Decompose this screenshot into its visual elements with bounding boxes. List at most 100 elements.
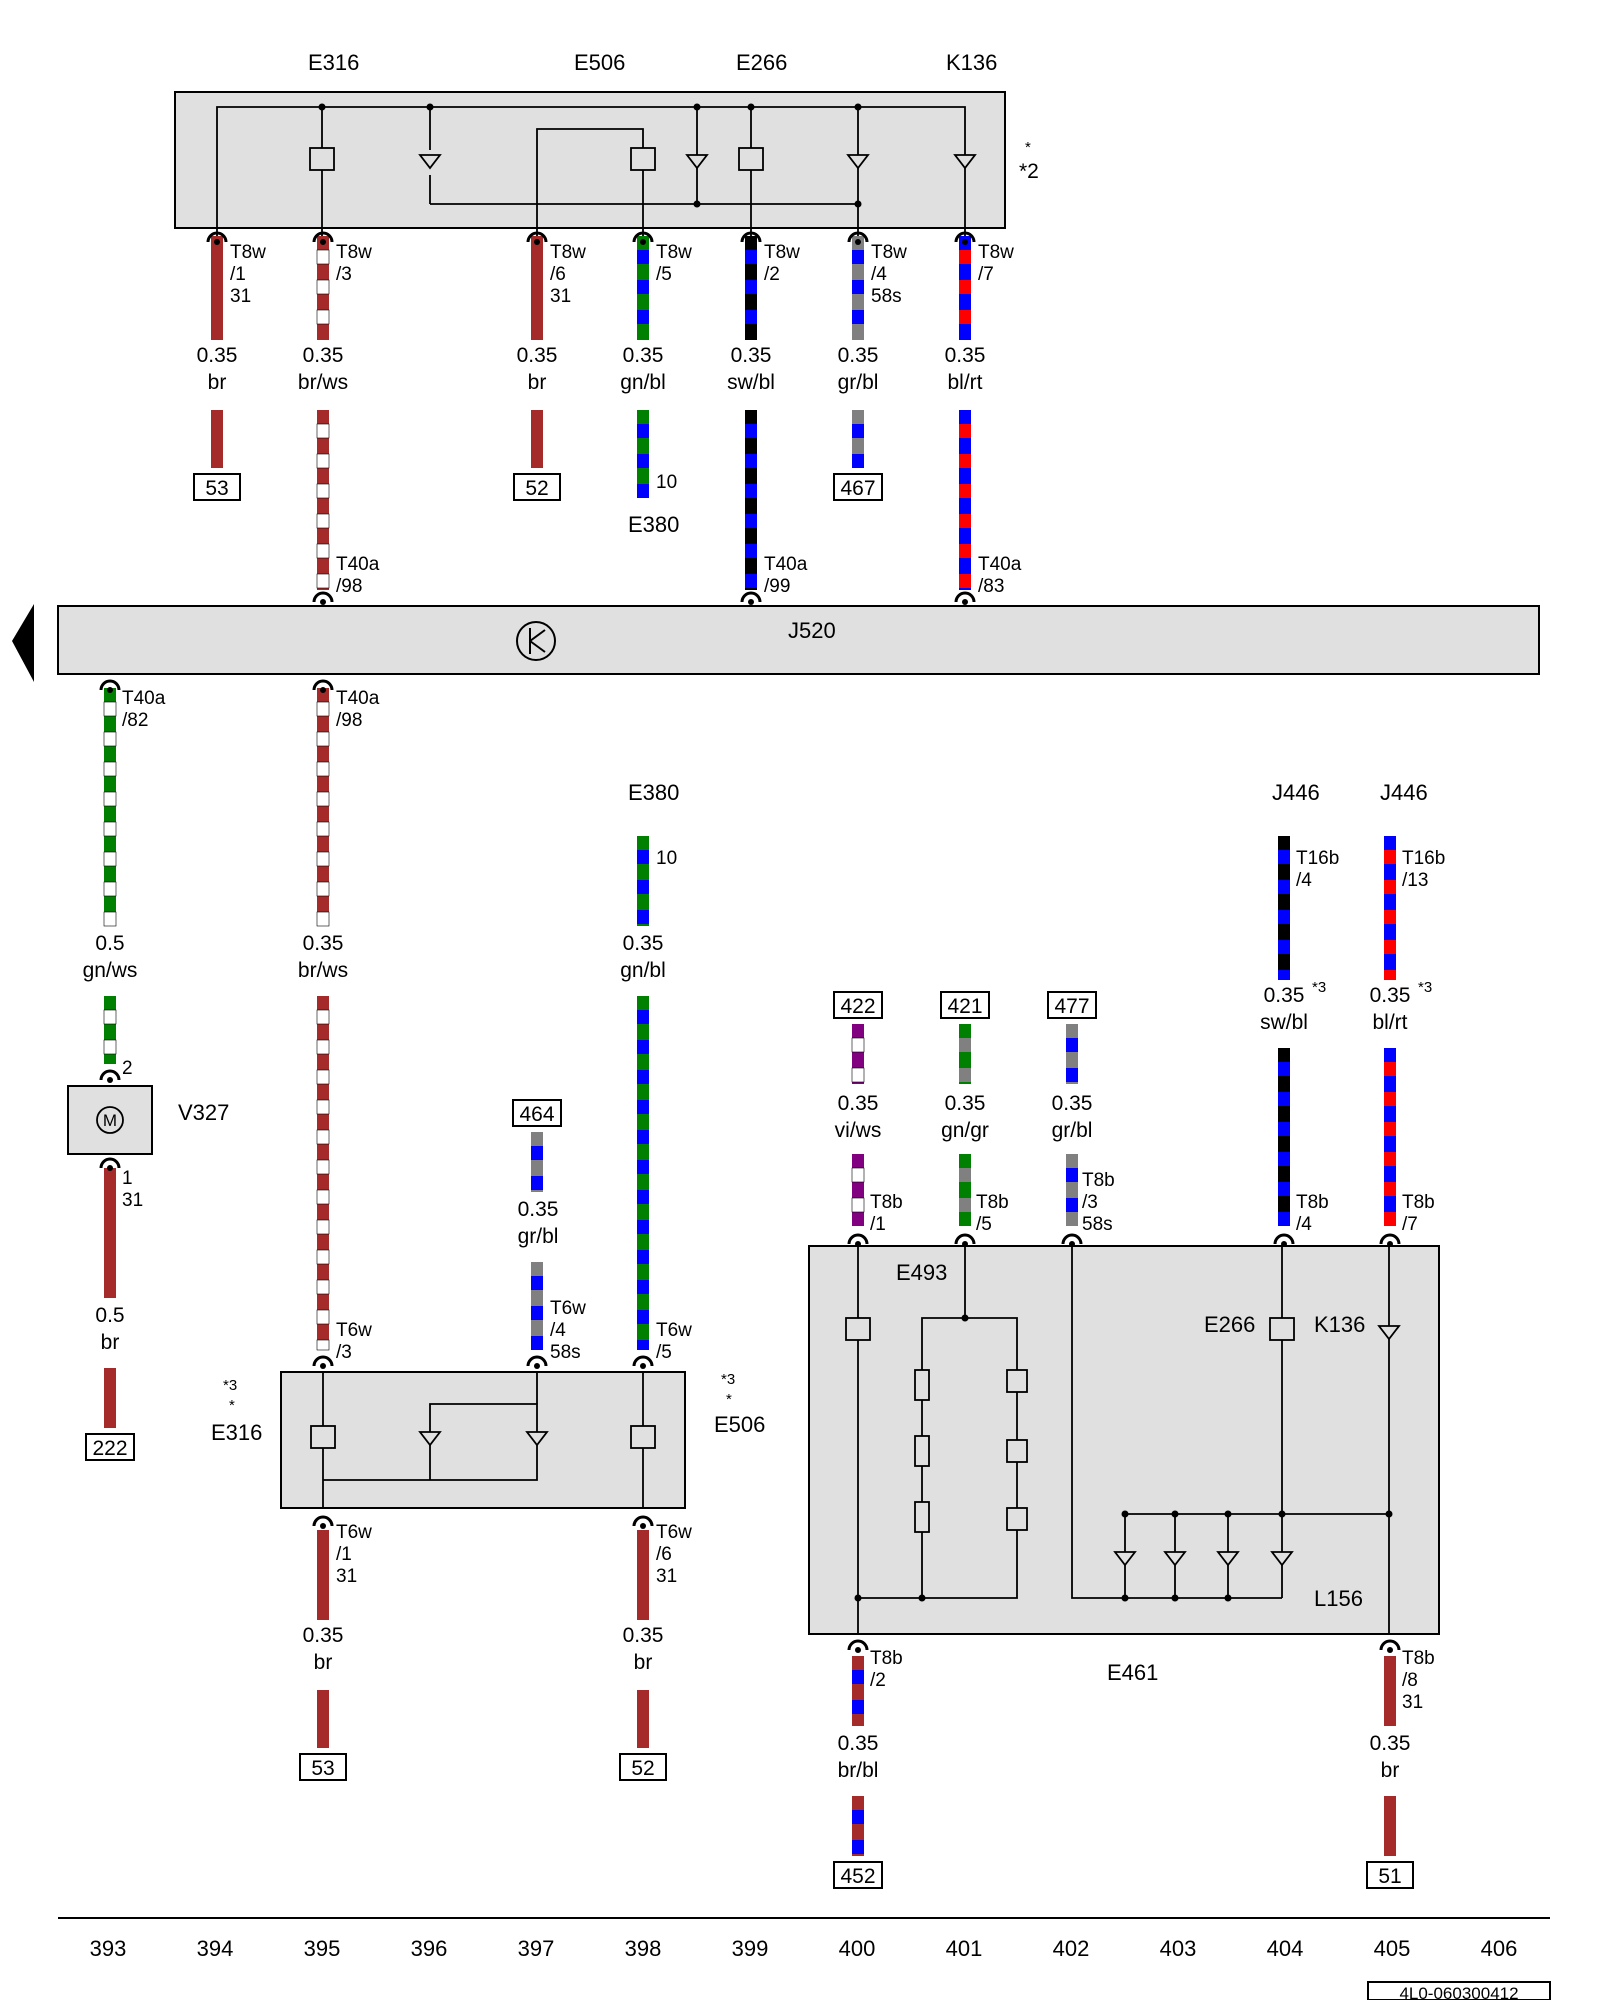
label-e461: E461 — [1107, 1660, 1158, 1685]
note-star2: *2 — [1019, 160, 1039, 183]
wire-stripe — [745, 544, 757, 558]
wire-stripe — [1384, 910, 1396, 924]
wire-stripe — [852, 280, 864, 294]
wire-stripe — [531, 1176, 543, 1190]
wire-stripe — [637, 1040, 649, 1054]
pin-t8b-7: T8b/7 — [1402, 1192, 1435, 1235]
led-icon — [846, 154, 870, 170]
column-number: 402 — [1053, 1936, 1090, 1961]
wire-stripe — [959, 544, 971, 558]
connector-dot — [1069, 1241, 1075, 1247]
resistor-icon — [914, 1501, 930, 1533]
pin-e380-10-b: 10 — [656, 848, 677, 869]
wire-stripe — [1384, 1092, 1396, 1106]
wire-stripe — [959, 424, 971, 438]
transistor-icon — [516, 621, 556, 661]
pin-t8w-2: T8w/2 — [764, 242, 800, 285]
motor-symbol-label: M — [103, 1111, 117, 1130]
connector-dot — [320, 1523, 326, 1529]
wire-note: *3 — [1418, 979, 1432, 996]
connector-dot — [1387, 1647, 1393, 1653]
pin-e380-10-a: 10 — [656, 472, 677, 493]
svg-text:422: 422 — [840, 995, 875, 1018]
note-3a: *3 — [223, 1377, 237, 1394]
wire-stripe — [316, 423, 330, 439]
label-k136-bot: K136 — [1314, 1312, 1365, 1337]
wire-stripe — [959, 1068, 971, 1082]
label-e380-a: E380 — [628, 512, 679, 537]
wire-stripe — [316, 1249, 330, 1265]
ref-422: 422 — [833, 991, 883, 1019]
wire-stripe — [103, 911, 117, 927]
ref-421: 421 — [940, 991, 990, 1019]
e266-switch-icon — [1269, 1317, 1295, 1341]
column-number: 396 — [411, 1936, 448, 1961]
label-e493: E493 — [896, 1260, 947, 1285]
column-number: 405 — [1374, 1936, 1411, 1961]
label-k136-top: K136 — [946, 50, 997, 75]
wire-stripe — [316, 1129, 330, 1145]
wire-stripe — [959, 1038, 971, 1052]
wire-br — [317, 1690, 329, 1748]
svg-text:52: 52 — [525, 477, 548, 500]
connector-pin-icon — [312, 679, 334, 691]
e316-switch-icon — [309, 147, 335, 171]
wire-br-bl — [852, 1656, 864, 1726]
wire-stripe — [852, 454, 864, 468]
wire-stripe — [637, 454, 649, 468]
wire-stripe — [1384, 1062, 1396, 1076]
wire-stripe — [959, 280, 971, 294]
wire-br — [211, 236, 223, 340]
connector-dot — [962, 599, 968, 605]
wire-stripe — [316, 761, 330, 777]
column-number: 400 — [839, 1936, 876, 1961]
wire-stripe — [1066, 1198, 1078, 1212]
svg-text:51: 51 — [1378, 1865, 1401, 1888]
connector-pin-icon — [99, 1157, 121, 1169]
note-star-b: * — [726, 1391, 732, 1408]
wire-stripe — [745, 484, 757, 498]
pin-t40a-82: T40a/82 — [122, 688, 166, 731]
wire-stripe — [1278, 1152, 1290, 1166]
wire-stripe — [1384, 1122, 1396, 1136]
label-j520: J520 — [788, 618, 836, 643]
wire-stripe — [637, 1010, 649, 1024]
connector-pin-icon — [1273, 1233, 1295, 1245]
wire-stripe — [959, 250, 971, 264]
wire-gr-bl — [1066, 1154, 1078, 1226]
wire-br — [104, 1368, 116, 1428]
wire-stripe — [1066, 1068, 1078, 1082]
column-number: 393 — [90, 1936, 127, 1961]
ref-467: 467 — [833, 473, 883, 501]
wire-stripe — [316, 731, 330, 747]
wire-stripe — [852, 1840, 864, 1854]
wire-stripe — [316, 911, 330, 927]
label-e316-bot: E316 — [211, 1420, 262, 1445]
wire-segments — [103, 236, 1396, 1856]
wire-stripe — [316, 309, 330, 325]
doc-code-box — [1367, 1981, 1551, 2000]
wire-stripe — [1278, 1062, 1290, 1076]
ref-452: 452 — [833, 1861, 883, 1889]
wire-stripe — [1278, 940, 1290, 954]
connector-dot — [107, 1077, 113, 1083]
connector-dot — [320, 1363, 326, 1369]
wire-stripe — [316, 513, 330, 529]
label-l156: L156 — [1314, 1586, 1363, 1611]
wire-br — [637, 1690, 649, 1748]
wire-stripe — [637, 910, 649, 924]
connector-pin-icon — [526, 231, 548, 243]
e461-junctions — [854, 1314, 1393, 1602]
wire-br — [104, 1168, 116, 1298]
connector-pin-icon — [312, 1515, 334, 1527]
pin-t8b-4: T8b/4 — [1296, 1192, 1329, 1235]
wire-br-ws — [317, 688, 329, 926]
wire-stripe — [531, 1276, 543, 1290]
